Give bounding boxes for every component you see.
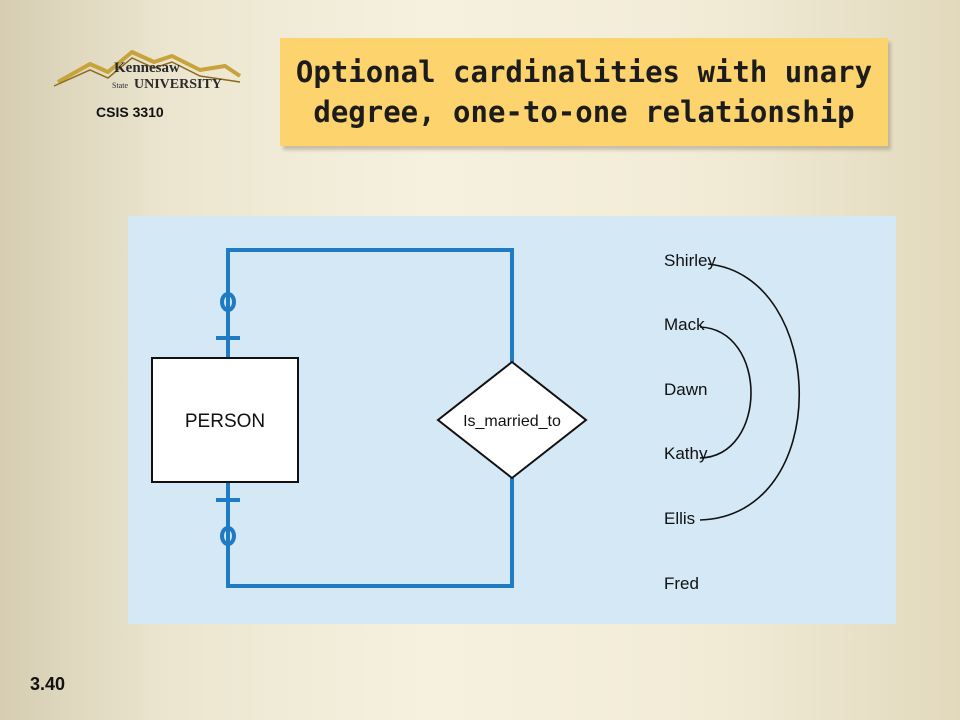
- instance-names: Shirley Mack Dawn Kathy Ellis Fred: [664, 251, 716, 593]
- course-code: CSIS 3310: [96, 104, 164, 120]
- logo-line2: UNIVERSITY: [134, 77, 222, 92]
- diagram-canvas: PERSON Is_married_to Shirley Mack Dawn K…: [151, 248, 800, 593]
- person-name: Kathy: [664, 444, 708, 463]
- slide-number: 3.40: [30, 674, 66, 694]
- relationship-label: Is_married_to: [463, 413, 561, 430]
- arc-shirley-ellis: [699, 263, 800, 521]
- title-box: Optional cardinalities with unary degree…: [280, 38, 888, 146]
- arc-mack-kathy: [699, 326, 752, 459]
- relationship-loop: [226, 248, 514, 588]
- person-name: Dawn: [664, 380, 707, 399]
- university-logo: Kennesaw State UNIVERSITY: [50, 42, 245, 102]
- entity-label: PERSON: [185, 411, 265, 432]
- person-name: Fred: [664, 574, 699, 593]
- optional-circle-bottom: [220, 526, 236, 546]
- optional-circle-top: [220, 292, 236, 312]
- person-name: Shirley: [664, 251, 716, 270]
- er-diagram: PERSON Is_married_to Shirley Mack Dawn K…: [128, 216, 896, 624]
- loop-bottom-line: [226, 478, 514, 588]
- cardinality-bottom: [216, 498, 240, 546]
- loop-top-line: [226, 248, 514, 362]
- logo-line2-small: State: [112, 81, 128, 90]
- person-name: Mack: [664, 315, 705, 334]
- pairing-arcs: [699, 263, 800, 521]
- logo-line1: Kennesaw: [114, 60, 180, 76]
- person-name: Ellis: [664, 509, 695, 528]
- slide-title: Optional cardinalities with unary degree…: [295, 55, 873, 129]
- cardinality-top: [216, 292, 240, 340]
- entity-box: [151, 357, 299, 483]
- relationship-diamond: [436, 360, 588, 480]
